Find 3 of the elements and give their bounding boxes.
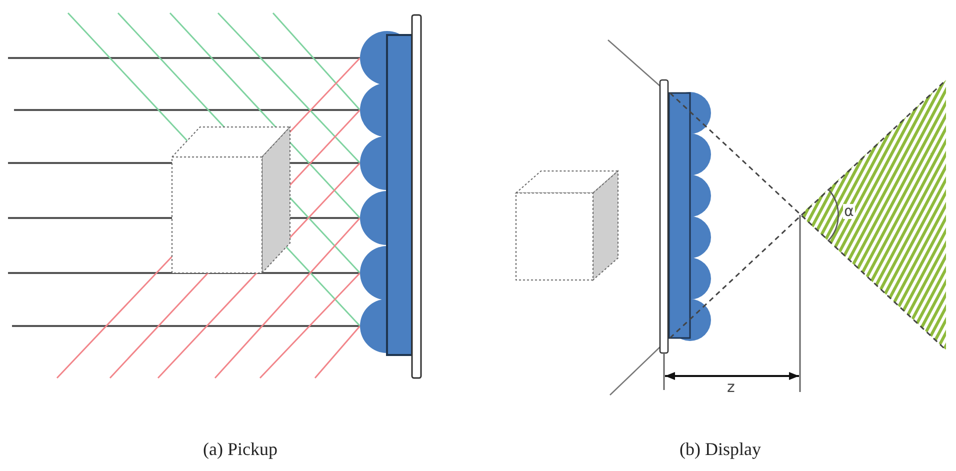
angle-symbol: α (843, 204, 855, 219)
caption: (b) Display (680, 440, 761, 458)
caption: (a) Pickup (203, 440, 278, 458)
